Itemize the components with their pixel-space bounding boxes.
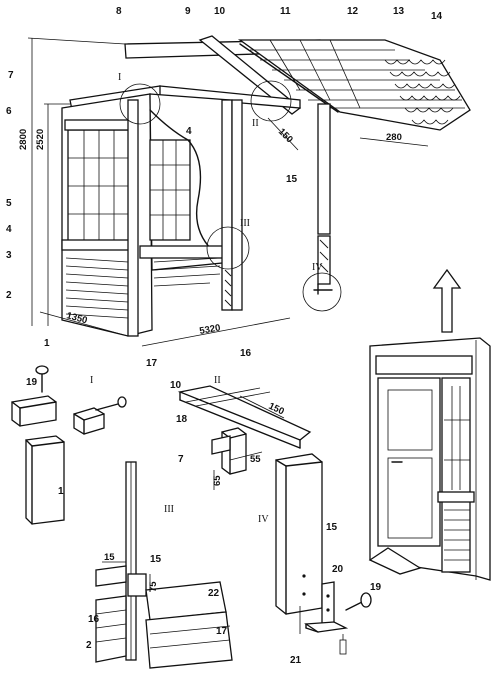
dim-detail2-notch-w: 55 — [250, 454, 261, 465]
dim-height-total: 2800 — [18, 129, 29, 150]
callout-18: 18 — [176, 414, 188, 425]
detail-heading-III: III — [164, 504, 174, 515]
callout-8: 8 — [116, 6, 122, 17]
detail-IV-view — [275, 453, 372, 655]
callout-3: 3 — [6, 250, 12, 261]
detail-label-II: II — [252, 118, 259, 129]
callout-1-detail1: 1 — [58, 486, 64, 497]
callout-2-detail3: 2 — [86, 640, 92, 651]
callout-10-detail2: 10 — [170, 380, 182, 391]
dim-detail3-h: 75 — [148, 581, 159, 592]
main-porch-view — [27, 35, 471, 347]
callout-15: 15 — [286, 174, 298, 185]
callout-6: 6 — [6, 106, 12, 117]
callout-10: 10 — [214, 6, 226, 17]
dim-height-eave: 2520 — [35, 129, 46, 150]
dim-detail2-notch-h: 65 — [212, 475, 223, 486]
door-view — [368, 268, 491, 581]
callout-1: 1 — [44, 338, 50, 349]
callout-4-right: 4 — [186, 126, 192, 137]
detail-III-view — [95, 461, 233, 669]
dim-length-front: 5320 — [199, 322, 222, 337]
callout-7-detail2: 7 — [178, 454, 184, 465]
detail-label-IV: IV — [312, 262, 323, 273]
callout-16-detail3: 16 — [88, 614, 100, 625]
dim-overhang-roof: 280 — [386, 132, 402, 143]
detail-heading-I: I — [90, 375, 93, 386]
callout-7: 7 — [8, 70, 14, 81]
callout-11: 11 — [280, 6, 291, 17]
porch-frame — [61, 93, 333, 337]
callout-16: 16 — [240, 348, 252, 359]
callout-19-detail1: 19 — [26, 377, 38, 388]
detail-circle-I — [119, 83, 161, 125]
callout-labels: 8 9 10 11 12 13 14 7 6 5 4 4 3 2 1 17 16… — [6, 6, 443, 666]
callout-22: 22 — [208, 588, 220, 599]
detail-I-view — [11, 365, 127, 525]
callout-12: 12 — [347, 6, 359, 17]
callout-19-detail4: 19 — [370, 582, 382, 593]
callout-14: 14 — [431, 11, 443, 22]
detail-label-III: III — [240, 218, 250, 229]
callout-9: 9 — [185, 6, 191, 17]
callout-13: 13 — [393, 6, 405, 17]
detail-circle-IV — [302, 272, 342, 312]
callout-5: 5 — [6, 198, 12, 209]
detail-II-view — [177, 385, 312, 490]
callout-17-detail3: 17 — [216, 626, 228, 637]
detail-labels: I II III IV I II III IV — [90, 72, 323, 525]
callout-17: 17 — [146, 358, 158, 369]
callout-15-detail4: 15 — [326, 522, 338, 533]
detail-label-I: I — [118, 72, 121, 83]
dim-detail3-w: 15 — [104, 552, 115, 563]
dimension-labels: 2800 2520 1350 5320 150 280 150 55 65 15… — [18, 126, 402, 592]
main-dimension-lines — [27, 37, 429, 347]
callout-4-left: 4 — [6, 224, 12, 235]
detail-circle-III — [206, 226, 250, 270]
dim-width-side: 1350 — [65, 310, 88, 326]
roof-sheathing — [237, 39, 471, 131]
callout-20: 20 — [332, 564, 344, 575]
callout-2: 2 — [6, 290, 12, 301]
detail-heading-IV: IV — [258, 514, 269, 525]
callout-15-detail3: 15 — [150, 554, 162, 565]
callout-21: 21 — [290, 655, 302, 666]
detail-heading-II: II — [214, 375, 221, 386]
